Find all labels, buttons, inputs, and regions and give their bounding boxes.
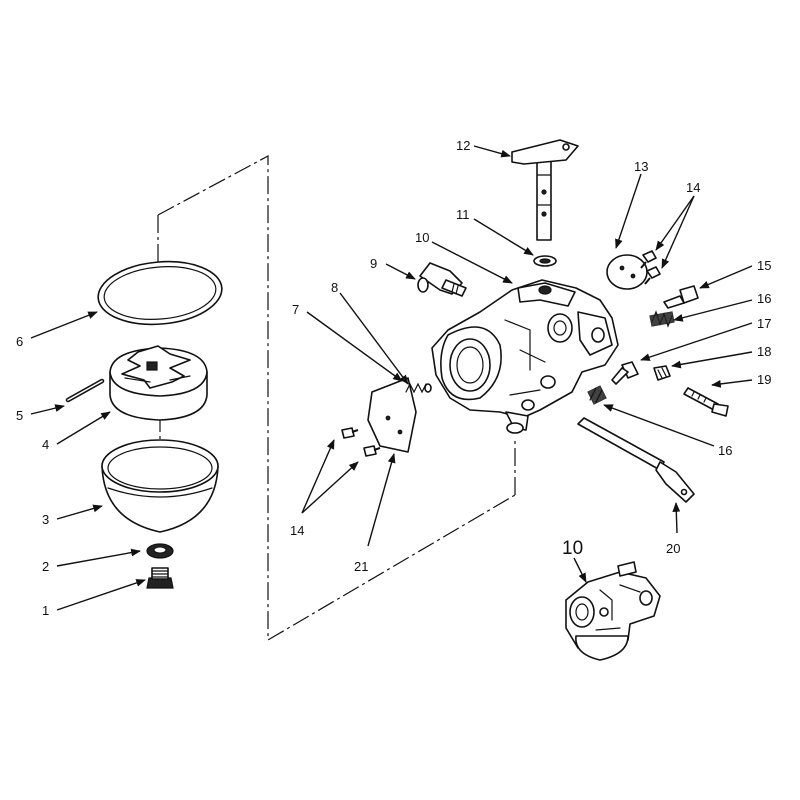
callout-3: 3 bbox=[42, 512, 49, 527]
callout-18: 18 bbox=[757, 344, 771, 359]
callout-17: 17 bbox=[757, 316, 771, 331]
fuel-inlet-fitting bbox=[417, 262, 467, 297]
callout-21: 21 bbox=[354, 559, 368, 574]
callout-9: 9 bbox=[370, 256, 377, 271]
float-pin bbox=[65, 378, 105, 403]
callout-5: 5 bbox=[16, 408, 23, 423]
idle-speed-screw bbox=[663, 285, 699, 309]
callout-14-left: 14 bbox=[290, 523, 304, 538]
callout-4: 4 bbox=[42, 437, 49, 452]
callout-20: 20 bbox=[666, 541, 680, 556]
idle-screw-spring bbox=[649, 310, 675, 328]
throttle-plate-screws bbox=[640, 250, 661, 285]
callout-14-right: 14 bbox=[686, 180, 700, 195]
callout-15: 15 bbox=[757, 258, 771, 273]
choke-plate-screws bbox=[341, 427, 381, 457]
choke-spring bbox=[405, 382, 432, 394]
callout-6: 6 bbox=[16, 334, 23, 349]
choke-plate bbox=[367, 377, 417, 453]
callout-7: 7 bbox=[292, 302, 299, 317]
callout-1: 1 bbox=[42, 603, 49, 618]
leader-lines bbox=[30, 145, 753, 611]
callout-12: 12 bbox=[456, 138, 470, 153]
callout-10-inset: 10 bbox=[562, 538, 583, 559]
callout-11: 11 bbox=[456, 207, 470, 222]
retaining-clip bbox=[653, 365, 671, 381]
float-bowl bbox=[101, 439, 219, 533]
inset-assembled-carburetor bbox=[565, 561, 661, 661]
throttle-plate bbox=[606, 254, 648, 290]
callout-19: 19 bbox=[757, 372, 771, 387]
bowl-washer bbox=[146, 543, 174, 559]
callout-labels: 1 2 3 4 5 6 7 8 9 10 11 12 13 14 15 16 1… bbox=[16, 138, 771, 618]
choke-shaft bbox=[511, 139, 579, 241]
callout-8: 8 bbox=[331, 280, 338, 295]
callout-16-lower: 16 bbox=[718, 443, 732, 458]
callout-2: 2 bbox=[42, 559, 49, 574]
callout-13: 13 bbox=[634, 159, 648, 174]
callout-16-upper: 16 bbox=[757, 291, 771, 306]
choke-shaft-seal bbox=[533, 255, 557, 267]
throttle-shaft bbox=[577, 417, 695, 503]
callout-10: 10 bbox=[415, 230, 429, 245]
main-jet-screw bbox=[683, 387, 729, 417]
o-ring-gasket bbox=[97, 260, 223, 326]
idle-mixture-screw bbox=[611, 361, 639, 385]
bowl-drain-screw bbox=[146, 567, 174, 589]
carburetor-body bbox=[431, 279, 619, 434]
mixture-screw-spring bbox=[587, 385, 607, 405]
float bbox=[109, 345, 208, 421]
